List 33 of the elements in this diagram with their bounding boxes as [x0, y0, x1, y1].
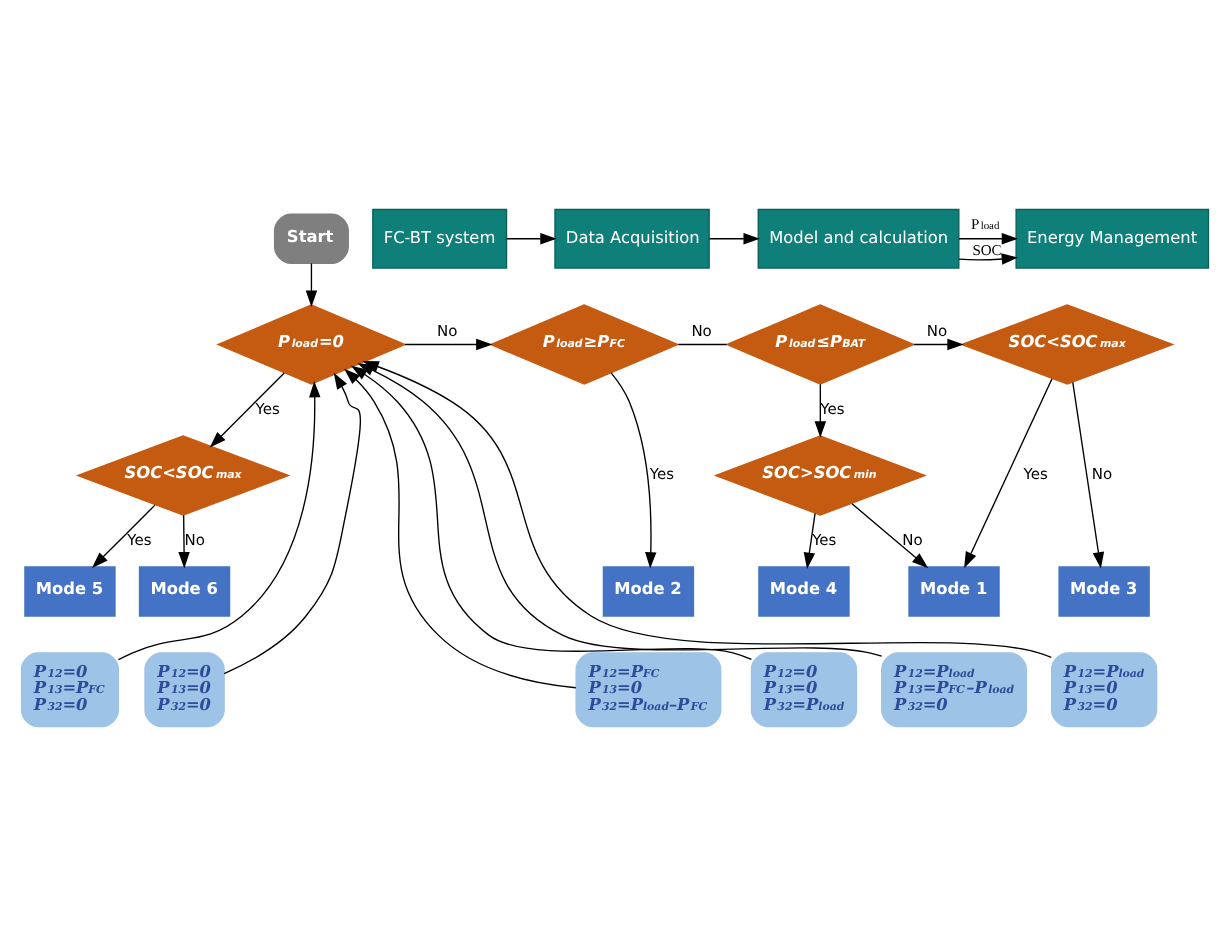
- node-box: Start: [273, 213, 349, 265]
- connector: [677, 343, 728, 346]
- node-box: Mode 4: [758, 566, 850, 617]
- arrow: [209, 372, 285, 448]
- node-box: FC-BT system: [372, 208, 508, 269]
- arrow: [505, 233, 557, 245]
- arrow: [344, 368, 577, 689]
- arrow: [958, 233, 1019, 245]
- node-box: Mode 3: [1058, 566, 1150, 617]
- arrow: [362, 361, 1052, 659]
- arrow: [958, 253, 1019, 265]
- arrow: [851, 503, 929, 569]
- arrow: [1072, 381, 1105, 569]
- arrow: [708, 233, 760, 245]
- arrow: [223, 372, 361, 675]
- arrow: [610, 372, 657, 569]
- arrow: [814, 383, 827, 438]
- arrow: [178, 514, 190, 569]
- node-box: Mode 1: [908, 566, 1000, 617]
- arrow: [404, 338, 493, 351]
- arrow: [91, 504, 156, 569]
- arrow: [117, 381, 321, 661]
- arrow: [803, 512, 816, 569]
- node-box: Data Acquisition: [554, 208, 710, 269]
- arrow: [305, 262, 318, 307]
- node-box: Mode 6: [138, 566, 231, 617]
- node-box: Mode 2: [602, 566, 695, 617]
- arrow: [913, 338, 964, 351]
- node-box: Model and calculation: [757, 208, 960, 269]
- edge-label: SOC: [972, 240, 1002, 259]
- arrow: [964, 378, 1053, 569]
- node-box: Mode 5: [24, 566, 116, 617]
- node-box: Energy Management: [1015, 208, 1210, 269]
